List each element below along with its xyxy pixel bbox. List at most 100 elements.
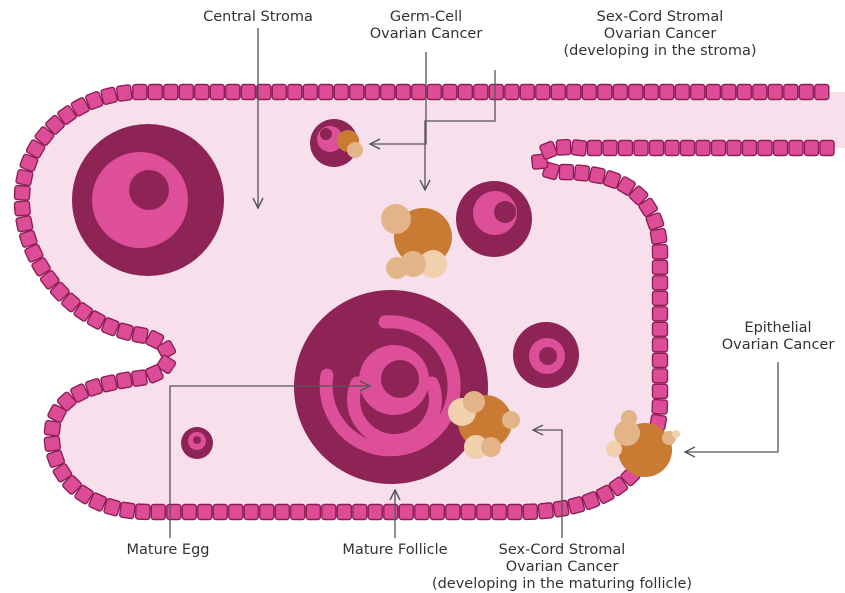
membrane-cell: [613, 85, 627, 100]
membrane-cell: [322, 505, 336, 520]
membrane-cell: [260, 505, 274, 520]
tumor-cell: [347, 142, 363, 158]
membrane-cell: [653, 291, 668, 305]
membrane-cell: [553, 500, 569, 517]
membrane-cell: [103, 498, 120, 516]
membrane-cell: [14, 201, 30, 216]
mature-follicle: [294, 290, 488, 484]
membrane-cell: [226, 85, 240, 100]
membrane-cell: [396, 85, 410, 100]
membrane-cell: [16, 215, 33, 232]
membrane-cell: [675, 85, 689, 100]
membrane-cell: [567, 85, 581, 100]
membrane-cell: [195, 85, 209, 100]
membrane-cell: [653, 338, 668, 352]
membrane-cell: [210, 85, 224, 100]
membrane-cell: [774, 141, 788, 156]
membrane-cell: [650, 228, 667, 244]
mature-egg-nucleus: [381, 360, 419, 398]
membrane-cell: [44, 436, 61, 452]
membrane-cell: [319, 85, 333, 100]
membrane-cell: [634, 141, 648, 156]
membrane-cell: [198, 505, 212, 520]
membrane-cell: [14, 185, 30, 200]
membrane-cell: [179, 85, 193, 100]
tumor-cell: [381, 204, 411, 234]
label-line: (developing in the maturing follicle): [432, 576, 692, 593]
label-line: Central Stroma: [203, 9, 313, 26]
membrane-cell: [571, 140, 587, 156]
membrane-cell: [644, 85, 658, 100]
tumor-cell: [400, 251, 426, 277]
label-line: Mature Egg: [126, 542, 209, 559]
membrane-cell: [132, 370, 148, 387]
membrane-cell: [477, 505, 491, 520]
membrane-cell: [650, 141, 664, 156]
tumor-cell: [606, 441, 622, 457]
follicle-oocyte: [539, 347, 557, 365]
epithelial-label: EpithelialOvarian Cancer: [722, 320, 835, 354]
membrane-cell: [136, 504, 151, 520]
membrane-cell: [784, 85, 798, 100]
membrane-cell: [619, 141, 633, 156]
membrane-cell: [430, 505, 444, 520]
membrane-cell: [101, 375, 118, 393]
follicle-oocyte: [193, 436, 201, 444]
label-line: Germ-Cell: [370, 9, 483, 26]
membrane-cell: [272, 85, 286, 100]
membrane-cell: [291, 505, 305, 520]
membrane-cell: [353, 505, 367, 520]
membrane-cell: [588, 141, 602, 156]
label-line: Ovarian Cancer: [432, 559, 692, 576]
membrane-cell: [660, 85, 674, 100]
membrane-cell: [241, 85, 255, 100]
membrane-cell: [167, 505, 181, 520]
label-line: (developing in the stroma): [563, 43, 756, 60]
membrane-cell: [505, 85, 519, 100]
membrane-cell: [133, 84, 147, 99]
follicle-oocyte: [129, 170, 169, 210]
membrane-cell: [492, 505, 506, 520]
tumor-cell: [481, 437, 501, 457]
membrane-cell: [799, 85, 813, 100]
membrane-cell: [743, 141, 757, 156]
membrane-cell: [116, 372, 132, 389]
membrane-cell: [768, 85, 782, 100]
membrane-cell: [653, 276, 668, 290]
membrane-cell: [415, 505, 429, 520]
membrane-cell: [337, 505, 351, 520]
membrane-cell: [696, 141, 710, 156]
membrane-cell: [758, 141, 772, 156]
membrane-cell: [427, 85, 441, 100]
membrane-cell: [722, 85, 736, 100]
membrane-cell: [399, 505, 413, 520]
membrane-cell: [523, 504, 538, 520]
membrane-cell: [182, 505, 196, 520]
membrane-cell: [520, 85, 534, 100]
membrane-cell: [737, 85, 751, 100]
membrane-cell: [116, 85, 132, 102]
membrane-cell: [116, 323, 133, 341]
membrane-cell: [805, 141, 819, 156]
membrane-cell: [443, 85, 457, 100]
membrane-cell: [815, 85, 829, 100]
membrane-cell: [16, 169, 34, 186]
follicle-oocyte: [494, 201, 516, 223]
membrane-cell: [820, 141, 834, 156]
membrane-cell: [665, 141, 679, 156]
tumor-cell: [672, 430, 680, 438]
membrane-cell: [653, 369, 668, 383]
membrane-cell: [556, 139, 571, 155]
membrane-cell: [119, 502, 135, 519]
follicle-large-left: [72, 124, 224, 276]
label-line: Ovarian Cancer: [722, 337, 835, 354]
central-stroma-label: Central Stroma: [203, 9, 313, 26]
membrane-cell: [536, 85, 550, 100]
membrane-cell: [257, 85, 271, 100]
membrane-cell: [653, 353, 668, 367]
membrane-cell: [789, 141, 803, 156]
germ-cell-label: Germ-CellOvarian Cancer: [370, 9, 483, 43]
membrane-cell: [653, 384, 668, 398]
label-line: Sex-Cord Stromal: [432, 542, 692, 559]
